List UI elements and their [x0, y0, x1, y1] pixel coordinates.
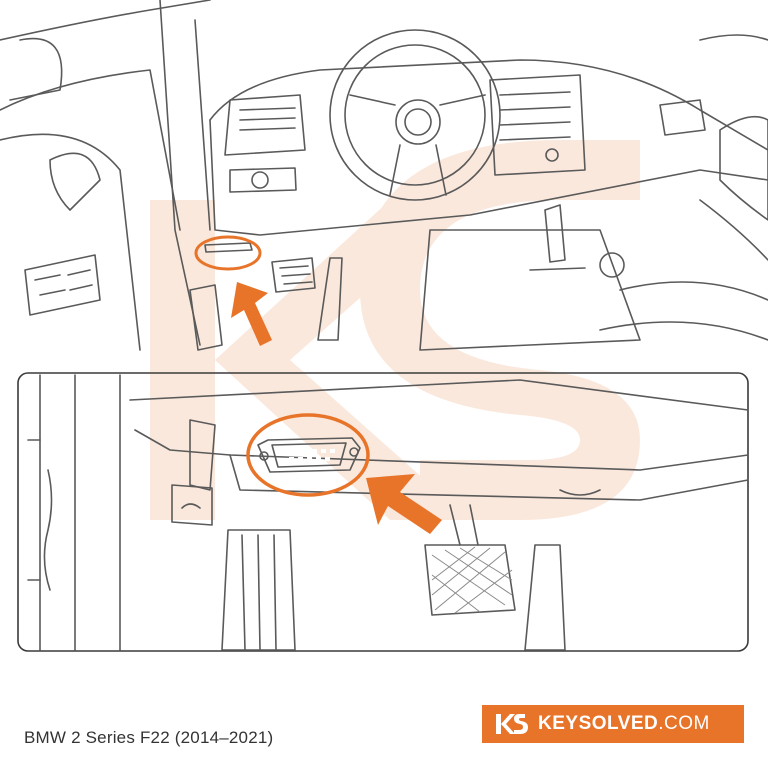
obd-highlight-top [194, 235, 262, 271]
car-interior-drawing [0, 0, 768, 351]
obd-highlight-closeup [246, 413, 370, 497]
brand-domain: .COM [658, 713, 710, 734]
vehicle-caption: BMW 2 Series F22 (2014–2021) [24, 728, 274, 747]
closeup-panel [17, 372, 749, 652]
brand-badge: KEYSOLVED.COM [482, 705, 744, 743]
keysolved-logo-icon [496, 714, 528, 734]
brand-name: KEYSOLVED [538, 713, 659, 734]
arrow-icon-top [231, 282, 272, 346]
brand-text: KEYSOLVED.COM [538, 713, 710, 735]
closeup-drawing [27, 374, 749, 651]
arrow-icon-closeup [366, 474, 442, 534]
